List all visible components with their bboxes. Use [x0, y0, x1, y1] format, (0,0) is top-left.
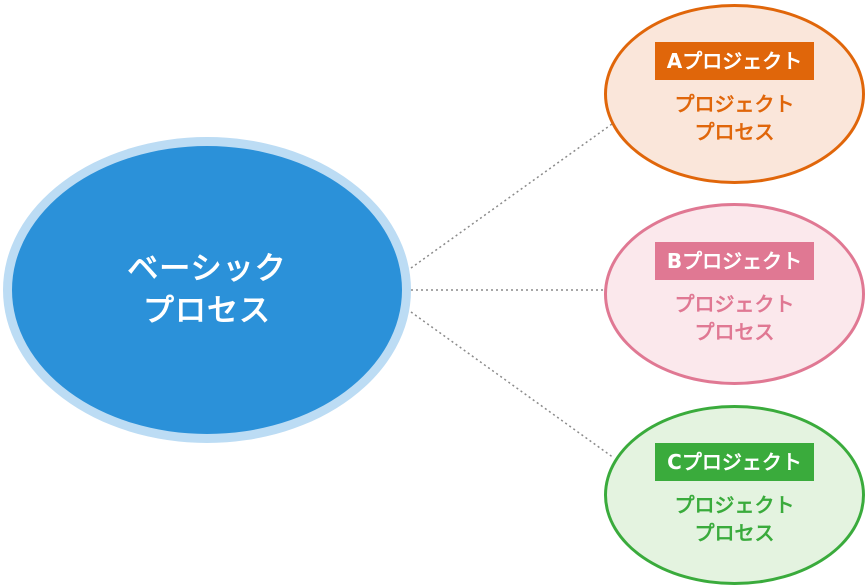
project-c-badge: Cプロジェクト: [655, 443, 814, 481]
project-c-line-2: プロセス: [694, 521, 775, 545]
project-a-node: Aプロジェクト プロジェクト プロセス: [604, 4, 865, 184]
project-a-line-1: プロジェクト: [674, 92, 795, 116]
project-b-badge: Bプロジェクト: [654, 242, 815, 280]
basic-process-line-1: ベーシック: [127, 251, 287, 287]
basic-process-label: ベーシック プロセス: [127, 248, 286, 332]
basic-process-node: ベーシック プロセス: [3, 137, 411, 443]
project-b-line-1: プロジェクト: [674, 292, 795, 316]
project-c-line-1: プロジェクト: [674, 493, 795, 517]
project-c-label: プロジェクト プロセス: [675, 491, 795, 547]
connector-to-project-c: [410, 311, 615, 459]
project-b-label: プロジェクト プロセス: [675, 290, 795, 346]
basic-process-line-2: プロセス: [142, 293, 271, 329]
project-b-node: Bプロジェクト プロジェクト プロセス: [604, 203, 865, 385]
project-c-node: Cプロジェクト プロジェクト プロセス: [604, 405, 865, 585]
project-a-badge: Aプロジェクト: [654, 42, 815, 80]
project-a-line-2: プロセス: [694, 120, 775, 144]
project-a-label: プロジェクト プロセス: [675, 90, 795, 146]
project-b-line-2: プロセス: [694, 320, 775, 344]
connector-to-project-a: [410, 123, 613, 269]
